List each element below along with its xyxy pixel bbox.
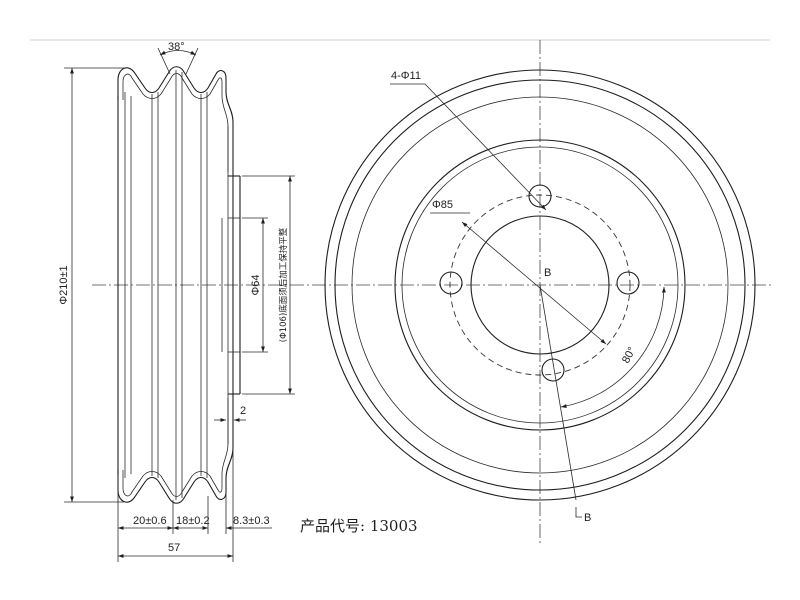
rim-inner-circle bbox=[334, 79, 746, 491]
hub-offset-label: 8.3±0.3 bbox=[233, 515, 270, 527]
groove-outer-outline bbox=[117, 66, 234, 172]
angle-label: 80° bbox=[620, 345, 638, 365]
center-label: B bbox=[544, 267, 551, 279]
outer-diameter-label: Φ210±1 bbox=[58, 265, 70, 304]
angle-arc bbox=[159, 50, 197, 56]
section-marker: B bbox=[539, 284, 591, 524]
wall-thickness-dimension: 2 bbox=[214, 405, 246, 422]
holes-note: 4-Φ11 bbox=[391, 70, 421, 82]
bolt-circle-dimension: Φ85 bbox=[430, 199, 607, 345]
bolt-hole bbox=[528, 184, 552, 208]
hub-face-circle bbox=[401, 146, 679, 424]
product-code: 产品代号: 13003 bbox=[300, 517, 418, 535]
bolt-circle-label: Φ85 bbox=[432, 199, 453, 211]
bolt-circle bbox=[449, 194, 631, 376]
leader-line bbox=[424, 83, 547, 211]
section-bracket bbox=[575, 507, 582, 518]
holes-leader: 4-Φ11 bbox=[390, 70, 547, 211]
groove-inner-outline bbox=[122, 73, 229, 172]
front-view: 4-Φ11 Φ85 B 80° B bbox=[312, 40, 772, 545]
section-line bbox=[539, 284, 577, 501]
groove-offset-label: 20±0.6 bbox=[133, 515, 167, 527]
bolt-hole bbox=[616, 271, 640, 295]
groove-outer-outline bbox=[117, 398, 234, 504]
angle-arc bbox=[560, 286, 666, 408]
groove-inner-outline bbox=[122, 398, 229, 497]
hub-face-dimension: (Φ106)底面须后加工保持平整 bbox=[242, 175, 295, 395]
side-view: 38° Φ210±1 Φ64 (Φ106)底面须后加工保持平整 2 bbox=[58, 41, 312, 562]
groove-angle-label: 38° bbox=[168, 41, 185, 53]
groove-wall-lines bbox=[124, 70, 208, 500]
width-dimensions: 20±0.6 18±0.2 8.3±0.3 57 bbox=[117, 450, 272, 562]
top-groove-profile bbox=[117, 66, 234, 172]
web-circle bbox=[394, 139, 686, 431]
groove-pitch-label: 18±0.2 bbox=[176, 515, 210, 527]
wall-thickness-label: 2 bbox=[240, 405, 246, 417]
angle-extension-line bbox=[185, 47, 199, 75]
bottom-groove-profile bbox=[117, 398, 234, 504]
diameter-line bbox=[461, 221, 607, 345]
section-label: B bbox=[584, 512, 591, 524]
bore-diameter-dimension: Φ64 bbox=[242, 217, 268, 353]
overall-width-label: 57 bbox=[168, 542, 180, 554]
groove-circle bbox=[351, 96, 729, 474]
hub-face-note: (Φ106)底面须后加工保持平整 bbox=[278, 227, 289, 342]
groove-angle-dimension: 38° bbox=[157, 41, 199, 75]
outer-rim-circle bbox=[324, 69, 756, 501]
bore-diameter-label: Φ64 bbox=[250, 274, 262, 295]
angle-dimension: 80° bbox=[560, 286, 666, 408]
bolt-hole bbox=[439, 271, 463, 295]
outer-diameter-dimension: Φ210±1 bbox=[58, 67, 124, 503]
hub bbox=[221, 126, 241, 444]
